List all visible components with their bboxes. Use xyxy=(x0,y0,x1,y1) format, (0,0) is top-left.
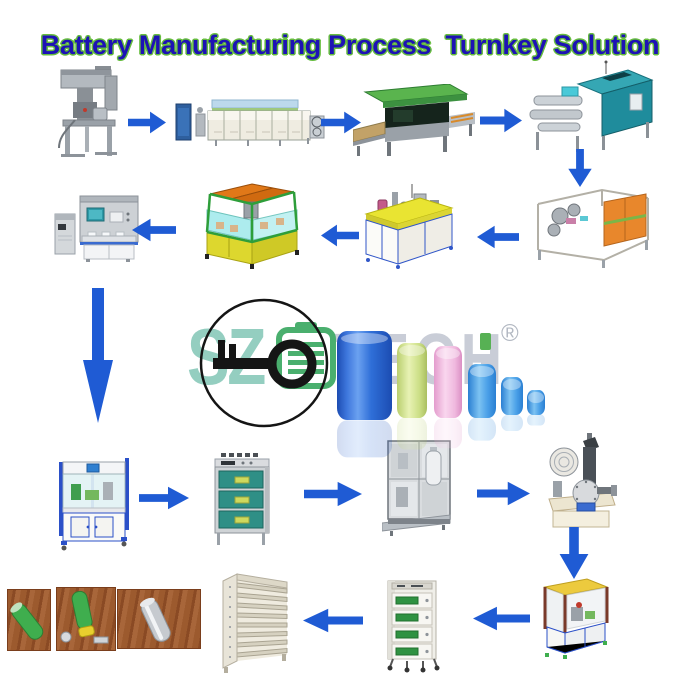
flow-arrow-right xyxy=(304,480,362,508)
battery-cylinder-blue-small xyxy=(501,377,523,415)
finished-cell-photo-green xyxy=(7,589,51,651)
cell-assembly-machine-icon xyxy=(57,452,132,551)
finished-cell-photo-capped xyxy=(56,587,116,651)
flow-arrow-right xyxy=(139,485,189,511)
calendering-machine-icon xyxy=(353,84,475,158)
flow-arrow-right xyxy=(480,107,522,134)
flow-arrow-right xyxy=(477,480,530,507)
page-title: Battery Manufacturing Process Turnkey So… xyxy=(40,30,660,61)
battery-cylinder-blue-large xyxy=(337,331,392,420)
vacuum-drying-oven-icon xyxy=(213,453,275,547)
battery-cylinder-blue-tiny xyxy=(527,390,545,415)
flow-arrow-left xyxy=(132,217,176,243)
electrode-inspection-machine-icon xyxy=(194,180,312,274)
key-in-circle-icon xyxy=(197,296,331,430)
flow-arrow-right xyxy=(321,110,361,135)
finished-cell-photo-steel xyxy=(117,589,201,649)
flow-arrow-left xyxy=(473,605,530,632)
flow-arrow-left xyxy=(477,224,519,250)
vacuum-mixing-machine-icon xyxy=(55,66,127,162)
aging-test-cabinet-icon xyxy=(385,573,442,673)
glove-box-spot-welder-icon xyxy=(54,192,140,262)
electrolyte-filling-machine-icon xyxy=(382,437,457,538)
logo-letter-i-dot xyxy=(480,333,491,350)
battery-cylinder-yellowgreen xyxy=(397,343,427,418)
tab-welding-machine-icon xyxy=(362,184,456,270)
flow-arrow-down-long xyxy=(82,288,114,425)
flow-arrow-down xyxy=(567,149,593,187)
slitting-machine-icon xyxy=(528,60,656,154)
flow-arrow-left xyxy=(321,223,359,248)
flow-arrow-left xyxy=(303,607,363,634)
registered-trademark-symbol: ® xyxy=(501,320,519,347)
flow-arrow-right xyxy=(128,110,166,135)
battery-cylinder-pink xyxy=(434,346,462,418)
electrode-coating-machine-icon xyxy=(172,92,326,154)
battery-cylinder-blue-medium xyxy=(468,364,496,418)
formation-testing-rack-icon xyxy=(219,569,292,673)
flow-arrow-down xyxy=(558,527,590,579)
cell-cleaning-machine-icon xyxy=(537,577,611,661)
sealing-crimping-machine-icon xyxy=(547,431,617,532)
winding-machine-icon xyxy=(530,186,652,268)
